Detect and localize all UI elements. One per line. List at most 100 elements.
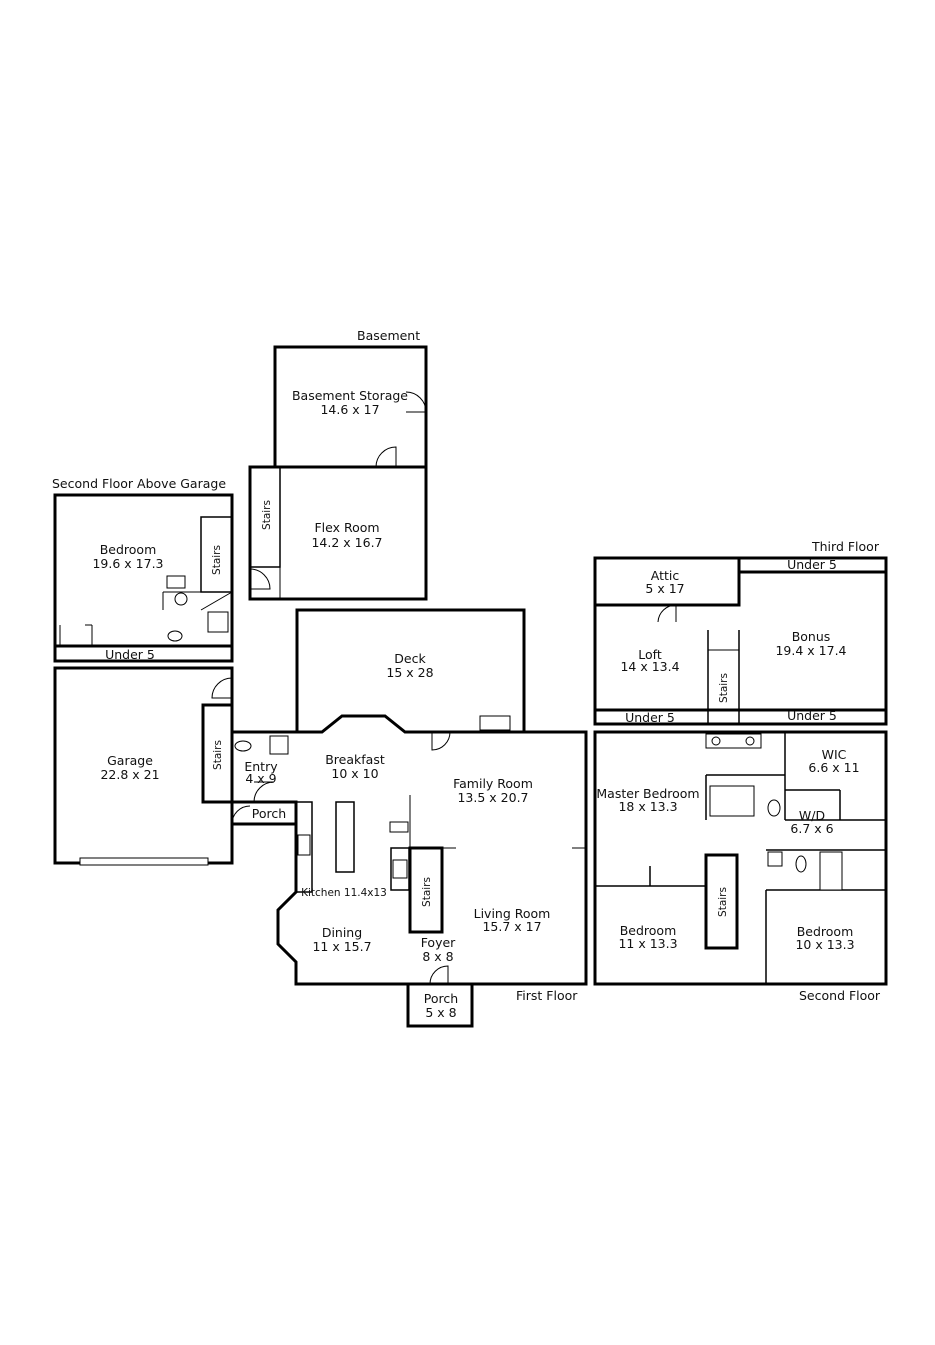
breakfast-size: 10 x 10 [331, 766, 378, 781]
living-room-size: 15.7 x 17 [482, 919, 541, 934]
garage-door [79, 857, 209, 866]
basement-title: Basement [357, 328, 420, 343]
bonus-name: Bonus [792, 629, 831, 644]
deck-name: Deck [394, 651, 426, 666]
porch-side-name: Porch [252, 806, 286, 821]
loft-size: 14 x 13.4 [620, 659, 679, 674]
foyer-name: Foyer [421, 935, 456, 950]
fridge-icon [389, 821, 409, 833]
stairs-second [704, 853, 739, 950]
entry-size: 4 x 9 [245, 771, 276, 786]
basement-plan: Basement Stairs Basement Storage 14.6 x … [248, 328, 428, 601]
first-floor-title: First Floor [516, 988, 578, 1003]
above-garage-walls [53, 493, 234, 663]
shower-icon [207, 611, 229, 633]
third-floor-plan: Third Floor Stairs Under 5 Under 5 Under… [593, 539, 888, 726]
deck-size: 15 x 28 [386, 665, 433, 680]
second-floor-walls [593, 730, 888, 986]
door-arc-garage [211, 677, 233, 699]
living-room-name: Living Room [474, 906, 551, 921]
dining-name: Dining [322, 925, 362, 940]
family-room-size: 13.5 x 20.7 [457, 790, 528, 805]
door-arc-storage-east [405, 391, 427, 413]
toilet-icon [767, 799, 781, 817]
under5-label: Under 5 [787, 708, 837, 723]
basement-storage-name: Basement Storage [292, 388, 408, 403]
attic-size: 5 x 17 [645, 581, 684, 596]
master-bedroom-name: Master Bedroom [596, 786, 699, 801]
toilet-icon [167, 630, 183, 642]
master-bedroom-size: 18 x 13.3 [618, 799, 677, 814]
foyer-size: 8 x 8 [422, 949, 453, 964]
entry-name: Entry [244, 759, 278, 774]
under5-label: Under 5 [787, 557, 837, 572]
sink-icon [166, 575, 186, 589]
stove-icon [392, 859, 408, 879]
sink-icon [269, 735, 289, 755]
sink-icon [174, 592, 188, 606]
first-floor-plan: Garage 22.8 x 21 Deck 15 x 28 Stairs Por… [53, 608, 588, 1028]
door-arc-porch [231, 805, 251, 825]
wd-size: 6.7 x 6 [790, 821, 833, 836]
garage-bedroom-name: Bedroom [100, 542, 157, 557]
garage-name: Garage [107, 753, 153, 768]
under5-label: Under 5 [625, 710, 675, 725]
breakfast-name: Breakfast [325, 752, 385, 767]
stairs-label: Stairs [212, 740, 224, 770]
door-arc-attic [657, 604, 677, 623]
garage-size: 22.8 x 21 [100, 767, 159, 782]
door-arc-storage [375, 446, 397, 468]
kitchen-island [335, 801, 355, 873]
above-garage-title: Second Floor Above Garage [52, 476, 226, 491]
stairs-label: Stairs [421, 877, 433, 907]
stairs-basement [249, 466, 281, 568]
second-floor-title: Second Floor [799, 988, 881, 1003]
stairs-label: Stairs [717, 887, 729, 917]
sink-icon [745, 736, 755, 746]
tub-icon [709, 785, 755, 817]
bedroom-3-name: Bedroom [797, 924, 854, 939]
toilet-icon [234, 740, 252, 752]
stairs-label: Stairs [211, 545, 223, 575]
loft-name: Loft [638, 647, 662, 662]
sink-icon [297, 834, 311, 856]
door-arc-foyer [429, 965, 449, 985]
bedroom-2-size: 11 x 13.3 [618, 936, 677, 951]
door-arc-flex [249, 568, 271, 590]
tub-icon [819, 851, 843, 891]
attic-name: Attic [651, 568, 680, 583]
bedroom-3-size: 10 x 13.3 [795, 937, 854, 952]
dining-size: 11 x 15.7 [312, 939, 371, 954]
garage-walls [53, 666, 234, 865]
porch-front-name: Porch [424, 991, 458, 1006]
kitchen-counter [295, 801, 313, 893]
door-arc-entry [253, 781, 275, 803]
wic-name: WIC [822, 747, 847, 762]
second-floor-plan: Stairs Master Bedroom 18 x 13.3 WIC 6.6 … [593, 730, 888, 1003]
grill-icon [479, 715, 511, 731]
wic-size: 6.6 x 11 [808, 760, 859, 775]
stairs-entry [201, 703, 234, 804]
bedroom-2-name: Bedroom [620, 923, 677, 938]
stairs-label: Stairs [718, 673, 730, 703]
bonus-size: 19.4 x 17.4 [775, 643, 846, 658]
stair-diagonal [200, 591, 233, 611]
stairs-label: Stairs [261, 500, 273, 530]
kitchen-name: Kitchen 11.4x13 [301, 887, 387, 899]
wd-name: W/D [799, 808, 825, 823]
sink-icon [767, 851, 783, 867]
garage-bedroom-size: 19.6 x 17.3 [92, 556, 163, 571]
third-floor-title: Third Floor [811, 539, 880, 554]
porch-front-walls [406, 982, 474, 1028]
above-garage-plan: Second Floor Above Garage Under 5 Stairs… [52, 476, 234, 663]
stairs-center [408, 846, 444, 934]
basement-storage-size: 14.6 x 17 [320, 402, 379, 417]
flex-room-name: Flex Room [314, 520, 379, 535]
toilet-icon [795, 855, 807, 873]
under5-label: Under 5 [105, 647, 155, 662]
deck-walls [295, 608, 526, 734]
flex-room-size: 14.2 x 16.7 [311, 535, 382, 550]
family-room-name: Family Room [453, 776, 533, 791]
porch-front-size: 5 x 8 [425, 1005, 456, 1020]
